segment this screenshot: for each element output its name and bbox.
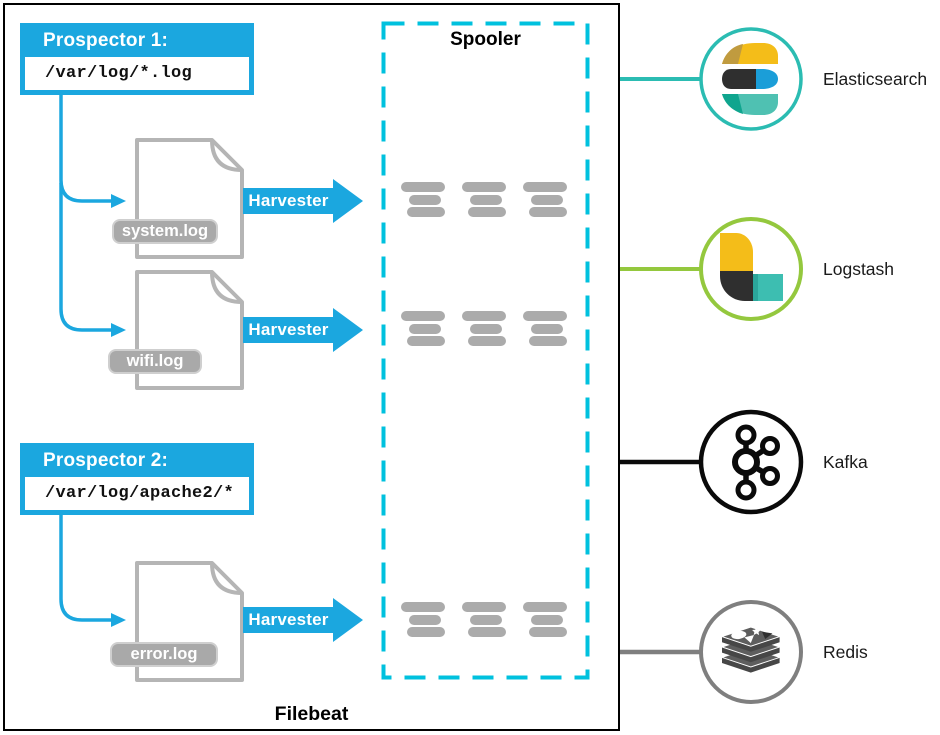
logstash-icon [720, 233, 783, 301]
prospector-1-path: /var/log/*.log [25, 57, 249, 90]
event-group-icon [523, 311, 567, 346]
redis-slab-top [720, 626, 782, 652]
harvester-label-3: Harvester [248, 610, 329, 629]
harvester-arrows [243, 179, 363, 642]
output-label-kafka: Kafka [823, 452, 868, 472]
output-label-elasticsearch: Elasticsearch [823, 69, 928, 89]
file-tag-errorlog: error.log [110, 642, 218, 667]
arrow-prospector1-wifilog [59, 183, 111, 332]
event-group-icon [401, 602, 445, 637]
elasticsearch-icon [722, 43, 778, 115]
prospector-2-path: /var/log/apache2/* [25, 477, 249, 510]
arrow-prospector1-systemlog [59, 95, 111, 203]
spooler-dashed-box [381, 21, 590, 680]
arrowhead-icon [111, 613, 126, 627]
event-group-icon [523, 602, 567, 637]
prospector-2-box: Prospector 2: /var/log/apache2/* [20, 443, 254, 515]
event-group-icon [401, 311, 445, 346]
redis-icon [720, 626, 782, 673]
prospector-1-title: Prospector 1: [43, 30, 169, 51]
arrow-prospector2-errorlog [59, 515, 111, 622]
event-group-icon [462, 602, 506, 637]
spooler-events-row-1 [401, 182, 567, 217]
harvester-arrow-icon [243, 598, 363, 642]
filebeat-title: Filebeat [274, 703, 349, 725]
output-label-redis: Redis [823, 642, 868, 662]
file-tag-wifilog: wifi.log [108, 349, 202, 374]
event-group-icon [523, 182, 567, 217]
kafka-icon [732, 424, 780, 501]
harvester-label-1: Harvester [248, 191, 329, 210]
event-group-icon [462, 182, 506, 217]
output-connectors [620, 77, 703, 655]
file-tag-systemlog: system.log [112, 219, 218, 244]
filebeat-boundary-box [3, 3, 620, 731]
harvester-label-2: Harvester [248, 320, 329, 339]
output-label-logstash: Logstash [823, 259, 895, 279]
spooler-title: Spooler [450, 29, 521, 50]
harvester-arrow-icon [243, 308, 363, 352]
arrowhead-icon [111, 323, 126, 337]
prospector-1-box: Prospector 1: /var/log/*.log [20, 23, 254, 95]
prospector-2-title: Prospector 2: [43, 450, 169, 471]
prospector-arrows [59, 95, 111, 622]
prospector-arrowheads [111, 194, 126, 627]
arrowhead-icon [111, 194, 126, 208]
harvester-arrow-icon [243, 179, 363, 223]
event-group-icon [401, 182, 445, 217]
event-group-icon [462, 311, 506, 346]
spooler-events-row-3 [401, 602, 567, 637]
spooler-events-row-2 [401, 311, 567, 346]
